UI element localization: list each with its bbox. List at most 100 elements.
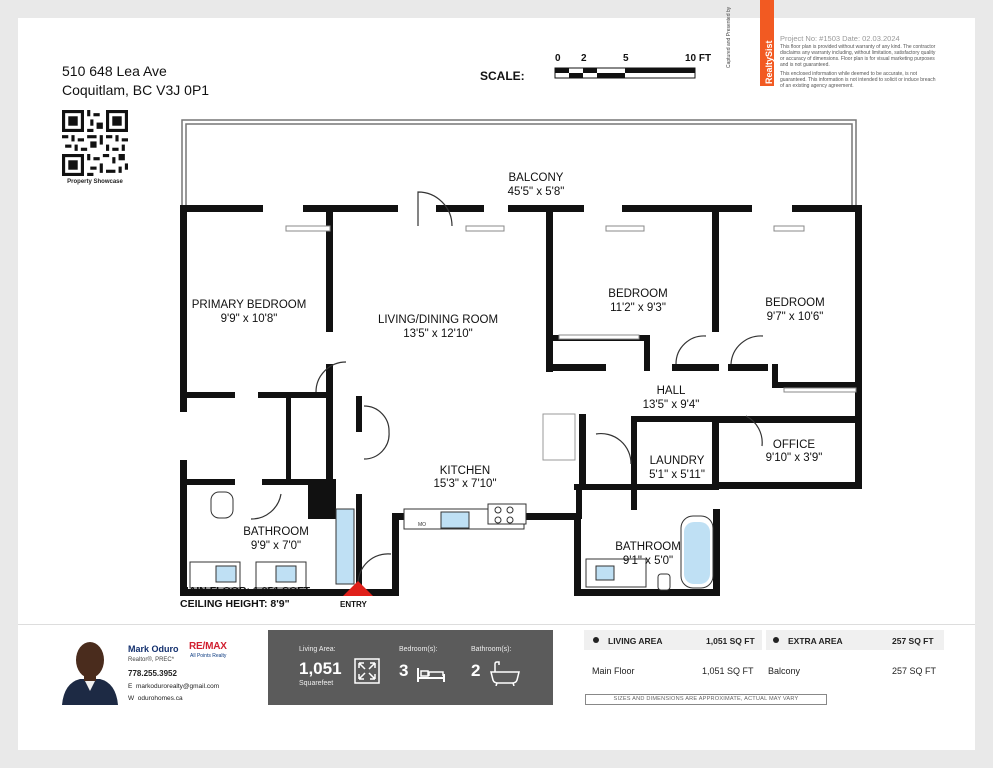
agent-avatar bbox=[60, 633, 120, 705]
project-info: Project No: #1503 Date: 02.03.2024 bbox=[780, 34, 900, 43]
room-kitchen-dims: 15'3" x 7'10" bbox=[433, 478, 496, 490]
room-bathroom1-dims: 9'9" x 7'0" bbox=[251, 540, 301, 552]
area-table-frame bbox=[584, 630, 944, 650]
address-line-2: Coquitlam, BC V3J 0P1 bbox=[62, 82, 210, 98]
room-bathroom1-name: BATHROOM bbox=[243, 526, 309, 538]
area-table: LIVING AREA 1,051 SQ FT EXTRA AREA 257 S… bbox=[584, 630, 944, 705]
agent-email[interactable]: E markodurorealty@gmail.com bbox=[128, 683, 219, 690]
toilet-icon bbox=[210, 491, 234, 519]
qr-code-icon[interactable] bbox=[62, 110, 128, 176]
extra-area-total: 257 SQ FT bbox=[892, 636, 934, 646]
agent-role: Realtor®, PREC* bbox=[128, 657, 175, 663]
agent-name: Mark Oduro bbox=[128, 644, 179, 654]
address-line-1: 510 648 Lea Ave bbox=[62, 63, 167, 79]
room-balcony-name: BALCONY bbox=[509, 172, 564, 184]
room-balcony-dims: 45'5" x 5'8" bbox=[508, 186, 565, 198]
web-prefix: W bbox=[128, 695, 135, 702]
floorplan-sheet: 510 648 Lea Ave Coquitlam, BC V3J 0P1 Pr… bbox=[18, 0, 975, 750]
agent-website[interactable]: W odurohomes.ca bbox=[128, 695, 183, 702]
scale-tick-5: 5 bbox=[623, 53, 629, 64]
expand-area-icon bbox=[354, 658, 380, 684]
living-area-total: 1,051 SQ FT bbox=[706, 636, 755, 646]
entry-label: ENTRY bbox=[340, 600, 367, 609]
bedrooms-label: Bedroom(s): bbox=[399, 646, 438, 653]
living-area-unit: Squarefeet bbox=[299, 680, 334, 687]
scale-tick-0: 0 bbox=[555, 53, 561, 64]
balcony-door bbox=[417, 191, 453, 227]
room-bedroom2-dims: 9'7" x 10'6" bbox=[767, 311, 824, 323]
ceiling-height: CEILING HEIGHT: 8'9" bbox=[180, 598, 290, 610]
window bbox=[285, 225, 331, 232]
email-prefix: E bbox=[128, 683, 133, 690]
room-office-name: OFFICE bbox=[773, 439, 815, 451]
room-office-dims: 9'10" x 3'9" bbox=[766, 452, 823, 464]
disclaimer-1: This floor plan is provided without warr… bbox=[780, 44, 936, 68]
brand-bar bbox=[760, 0, 774, 86]
room-bedroom1-dims: 11'2" x 9'3" bbox=[610, 302, 666, 314]
living-area-label: Living Area: bbox=[299, 646, 336, 653]
bathrooms-value: 2 bbox=[471, 661, 481, 680]
room-primary-name: PRIMARY BEDROOM bbox=[192, 299, 307, 311]
approximation-note: SIZES AND DIMENSIONS ARE APPROXIMATE, AC… bbox=[585, 694, 827, 705]
brand-name: RealtySist bbox=[764, 40, 774, 84]
shower-icon bbox=[335, 508, 355, 585]
door-swing bbox=[315, 361, 347, 393]
floor-info: MAIN FLOOR: 1,051 SQFT CEILING HEIGHT: 8… bbox=[180, 585, 310, 611]
agent-phone[interactable]: 778.255.3952 bbox=[128, 669, 177, 678]
room-primary-dims: 9'9" x 10'8" bbox=[221, 313, 278, 325]
email-value[interactable]: markodurorealty@gmail.com bbox=[135, 683, 220, 690]
balcony-railing bbox=[181, 119, 857, 209]
window bbox=[465, 225, 505, 232]
room-kitchen-name: KITCHEN bbox=[440, 465, 490, 477]
room-bedroom2-name: BEDROOM bbox=[765, 297, 824, 309]
row-main-floor-value: 1,051 SQ FT bbox=[702, 666, 754, 676]
door-swing bbox=[363, 405, 390, 433]
living-area-head: LIVING AREA bbox=[608, 636, 663, 646]
scale-bar: SCALE: 0 2 5 10 FT bbox=[480, 53, 711, 83]
door-swing bbox=[595, 432, 632, 465]
door-swing bbox=[730, 335, 764, 365]
room-hall-name: HALL bbox=[657, 385, 686, 397]
door-swing bbox=[745, 415, 763, 447]
disclaimer-2: This enclosed information while deemed t… bbox=[780, 71, 936, 89]
row-main-floor-name: Main Floor bbox=[592, 666, 635, 676]
web-value[interactable]: odurohomes.ca bbox=[137, 695, 183, 702]
floor-plan: MO BALCONY 45'5" x 5'8" PRIMARY BEDROOM … bbox=[180, 119, 862, 596]
entry-door bbox=[357, 553, 392, 585]
room-living-dims: 13'5" x 12'10" bbox=[403, 328, 472, 340]
bathrooms-label: Bathroom(s): bbox=[471, 646, 512, 653]
bedrooms-value: 3 bbox=[399, 661, 409, 680]
row-balcony-value: 257 SQ FT bbox=[892, 666, 937, 676]
bathtub-icon bbox=[490, 661, 520, 686]
bed-icon bbox=[417, 668, 445, 682]
window bbox=[605, 225, 645, 232]
room-bathroom2-name: BATHROOM bbox=[615, 541, 681, 553]
scale-label: SCALE: bbox=[480, 69, 525, 83]
scale-tick-10: 10 FT bbox=[685, 53, 711, 64]
room-hall-dims: 13'5" x 9'4" bbox=[643, 399, 700, 411]
qr-label: Property Showcase bbox=[67, 179, 123, 185]
room-bathroom2-dims: 9'1" x 5'0" bbox=[623, 555, 673, 567]
microwave-label: MO bbox=[418, 522, 426, 528]
brokerage-sub: All Points Realty bbox=[190, 653, 227, 659]
living-area-value: 1,051 bbox=[299, 659, 342, 678]
door-swing bbox=[675, 335, 707, 365]
toilet-icon bbox=[657, 573, 671, 591]
room-bedroom1-name: BEDROOM bbox=[608, 288, 667, 300]
entry-arrow-icon bbox=[343, 581, 373, 596]
room-laundry-dims: 5'1" x 5'11" bbox=[649, 469, 705, 481]
stats-panel: Living Area: 1,051 Squarefeet Bedroom(s)… bbox=[268, 630, 553, 705]
footer-divider bbox=[18, 624, 975, 625]
brokerage-logo: RE/MAX bbox=[189, 641, 227, 652]
window bbox=[773, 225, 805, 232]
closet-rail bbox=[558, 334, 640, 340]
row-balcony-name: Balcony bbox=[768, 666, 801, 676]
extra-area-head: EXTRA AREA bbox=[788, 636, 843, 646]
room-living-name: LIVING/DINING ROOM bbox=[378, 314, 498, 326]
property-address: 510 648 Lea Ave Coquitlam, BC V3J 0P1 bbox=[62, 62, 209, 100]
room-laundry-name: LAUNDRY bbox=[650, 455, 705, 467]
brand-caption: Captured and Presented by bbox=[726, 6, 732, 68]
main-floor-area: MAIN FLOOR: 1,051 SQFT bbox=[180, 585, 311, 597]
door-swing bbox=[250, 493, 282, 520]
scale-tick-2: 2 bbox=[581, 53, 587, 64]
